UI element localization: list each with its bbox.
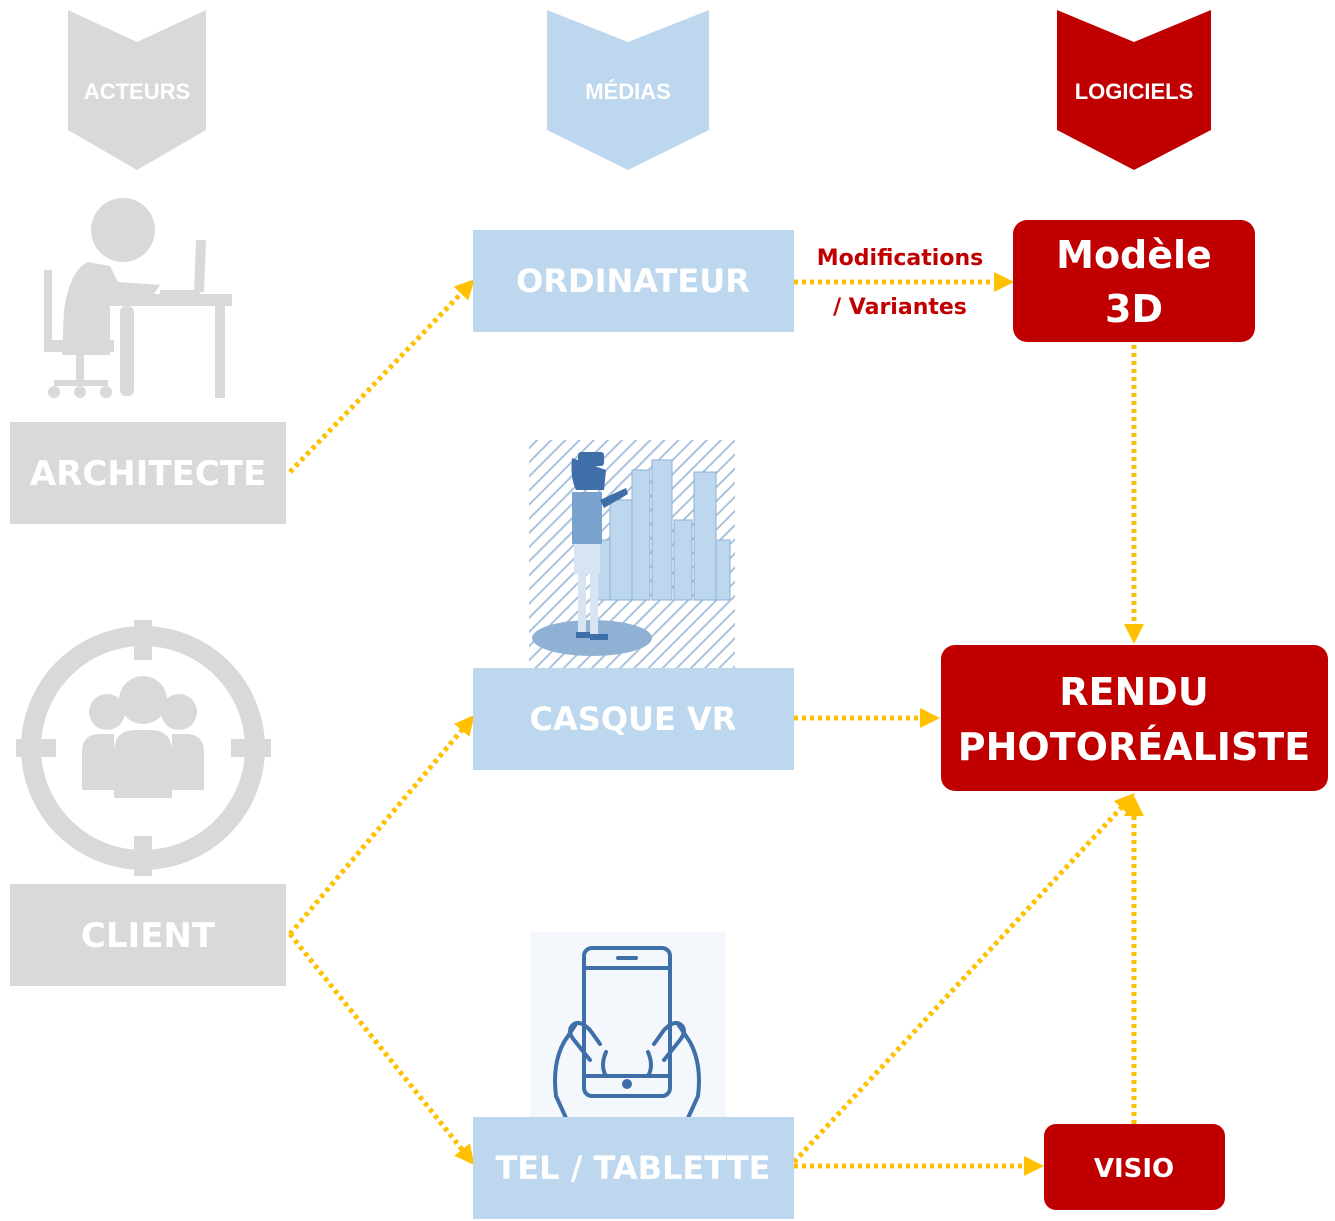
person-at-desk-icon (44, 198, 232, 398)
header-software-label: LOGICIELS (1075, 79, 1194, 104)
actor-architect-label: ARCHITECTE (30, 454, 266, 494)
actor-architect-box: ARCHITECTE (10, 422, 286, 524)
software-render-label-line1: RENDU (1059, 670, 1208, 714)
header-media: MÉDIAS (547, 10, 709, 170)
connector-tablet-render (792, 793, 1135, 1164)
edge-label-modifications: Modifications (817, 246, 983, 271)
software-model-label-line1: Modèle (1056, 233, 1212, 277)
software-visio-box: VISIO (1044, 1124, 1225, 1210)
software-model-box: Modèle 3D (1013, 220, 1255, 342)
software-model-label-line2: 3D (1105, 287, 1163, 331)
hands-holding-tablet-icon (530, 932, 726, 1120)
vr-user-city-icon (529, 440, 735, 668)
connector-client-vr (288, 714, 475, 936)
header-media-label: MÉDIAS (585, 79, 671, 104)
media-computer-label: ORDINATEUR (516, 262, 750, 300)
target-group-icon (16, 620, 271, 876)
software-render-label-line2: PHOTORÉALISTE (958, 725, 1310, 769)
connector-architect-computer (288, 279, 475, 474)
software-render-box: RENDU PHOTORÉALISTE (941, 645, 1328, 791)
media-vr-box: CASQUE VR (473, 668, 794, 770)
media-tablet-box: TEL / TABLETTE (473, 1117, 794, 1219)
media-computer-box: ORDINATEUR (473, 230, 794, 332)
software-visio-label: VISIO (1094, 1154, 1174, 1184)
actor-client-box: CLIENT (10, 884, 286, 986)
edge-label-variantes: / Variantes (833, 295, 967, 320)
header-software: LOGICIELS (1057, 10, 1211, 170)
connectors (288, 272, 1144, 1176)
media-vr-label: CASQUE VR (530, 700, 737, 738)
header-actors: ACTEURS (68, 10, 206, 170)
actor-client-label: CLIENT (81, 916, 216, 956)
connector-client-tablet (288, 932, 475, 1166)
media-tablet-label: TEL / TABLETTE (495, 1149, 770, 1187)
header-actors-label: ACTEURS (84, 79, 190, 104)
